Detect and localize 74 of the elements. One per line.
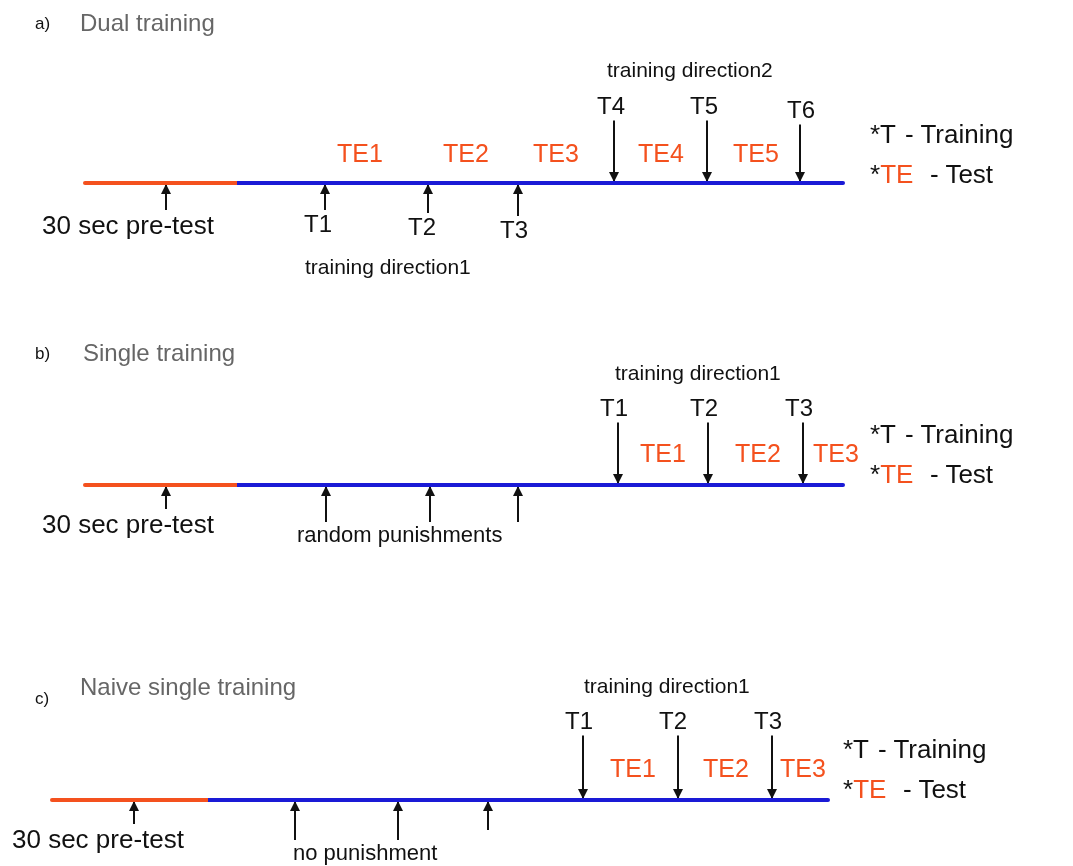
arrow [513, 486, 523, 523]
test-label: TE1 [610, 755, 656, 783]
key-text: - Training [905, 120, 1014, 149]
arrow [513, 184, 523, 217]
arrow [673, 734, 683, 799]
panel-title: Single training [83, 340, 236, 367]
trial-label: T4 [597, 93, 625, 120]
trial-label: T5 [690, 93, 718, 120]
arrow [767, 734, 777, 799]
panel-letter: a) [35, 15, 51, 34]
arrow [129, 801, 139, 825]
arrow [320, 184, 330, 211]
arrow [321, 486, 331, 523]
arrow [483, 801, 493, 831]
arrow [609, 119, 619, 182]
panel-title: Naive single training [80, 674, 297, 701]
test-label: TE2 [443, 140, 489, 168]
test-label: TE2 [703, 755, 749, 783]
key-text: - Training [878, 735, 987, 764]
phase-label: training direction1 [584, 674, 750, 698]
key-symbol: *T [870, 120, 896, 149]
key-symbol: *TE [870, 460, 914, 489]
period-label: 30 sec pre-test [42, 510, 214, 539]
arrow [425, 486, 435, 523]
panel-letter: c) [35, 690, 50, 709]
trial-label: T3 [754, 708, 782, 735]
key-symbol: *TE [843, 775, 887, 804]
trial-label: T2 [408, 214, 436, 241]
test-label: TE3 [533, 140, 579, 168]
arrow [290, 801, 300, 841]
test-label: TE1 [337, 140, 383, 168]
key-symbol: *T [870, 420, 896, 449]
arrow [702, 119, 712, 182]
test-label: TE3 [780, 755, 826, 783]
phase-label: training direction1 [305, 255, 471, 279]
test-label: TE4 [638, 140, 684, 168]
phase-label: training direction1 [615, 361, 781, 385]
arrow [703, 421, 713, 484]
test-label: TE3 [813, 440, 859, 468]
period-label: 30 sec pre-test [42, 211, 214, 240]
key-text: - Training [905, 420, 1014, 449]
arrow [795, 123, 805, 182]
period-label: 30 sec pre-test [12, 825, 184, 854]
period-label: random punishments [297, 523, 503, 548]
timeline-bar [83, 181, 845, 185]
trial-label: T6 [787, 97, 815, 124]
arrow [393, 801, 403, 841]
trial-label: T1 [565, 708, 593, 735]
trial-label: T3 [785, 395, 813, 422]
trial-label: T1 [600, 395, 628, 422]
test-label: TE5 [733, 140, 779, 168]
phase-label: training direction2 [607, 58, 773, 82]
key-symbol: *TE [870, 160, 914, 189]
timeline-bar [83, 483, 845, 487]
arrow [423, 184, 433, 214]
panel-title: Dual training [80, 10, 215, 37]
period-label: no punishment [293, 841, 438, 866]
arrow [798, 421, 808, 484]
panel-letter: b) [35, 345, 51, 364]
key-text: - Test [930, 460, 994, 489]
arrow [161, 184, 171, 211]
test-label: TE1 [640, 440, 686, 468]
key-text: - Test [930, 160, 994, 189]
arrow [613, 421, 623, 484]
key-symbol: *T [843, 735, 869, 764]
arrow [578, 734, 588, 799]
trial-label: T1 [304, 211, 332, 238]
arrow [161, 486, 171, 510]
timeline-bar [50, 798, 830, 802]
trial-label: T2 [690, 395, 718, 422]
test-label: TE2 [735, 440, 781, 468]
key-text: - Test [903, 775, 967, 804]
trial-label: T3 [500, 217, 528, 244]
trial-label: T2 [659, 708, 687, 735]
